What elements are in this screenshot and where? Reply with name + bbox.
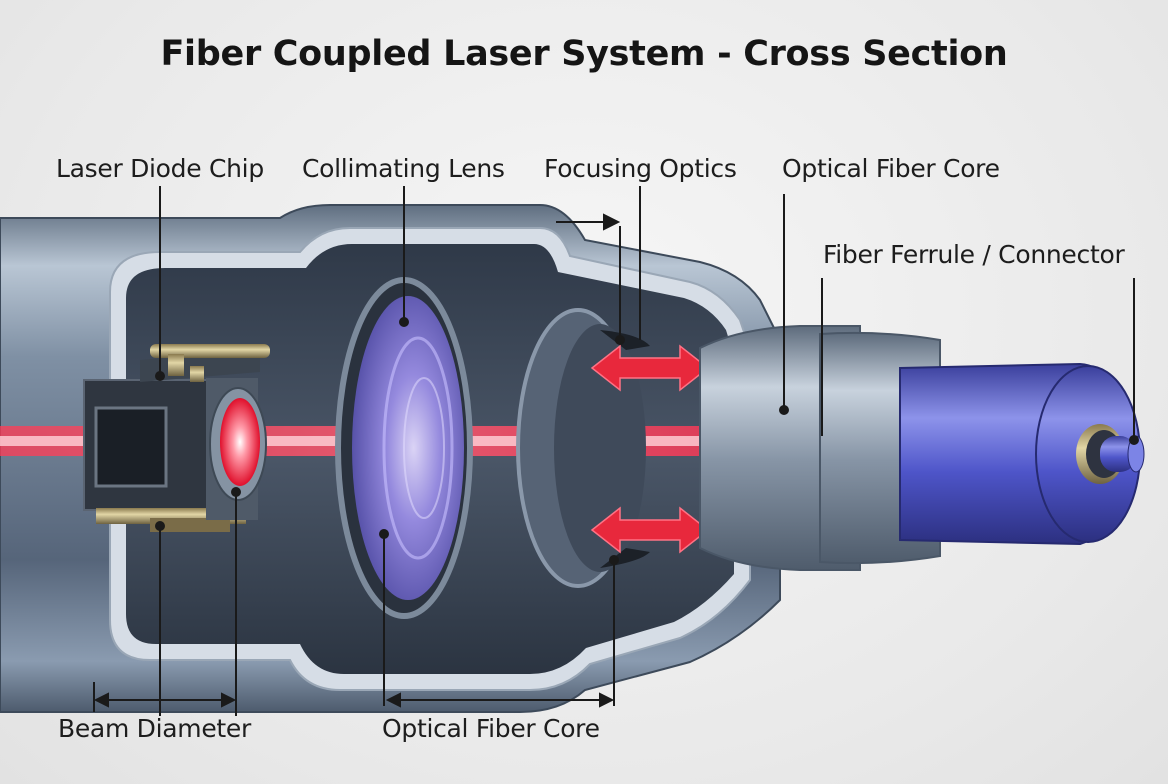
beam-diameter-dimension bbox=[93, 692, 237, 708]
diode-emission-glow bbox=[220, 398, 260, 486]
collimating-lens bbox=[335, 277, 473, 619]
label-optical-fiber-core-bottom: Optical Fiber Core bbox=[382, 714, 600, 743]
leader-lines bbox=[93, 186, 1139, 716]
label-beam-diameter: Beam Diameter bbox=[58, 714, 251, 743]
label-focusing-optics: Focusing Optics bbox=[544, 154, 737, 183]
label-fiber-ferrule-connector: Fiber Ferrule / Connector bbox=[823, 240, 1125, 269]
page-title: Fiber Coupled Laser System - Cross Secti… bbox=[160, 34, 1008, 74]
label-laser-diode-chip: Laser Diode Chip bbox=[56, 154, 264, 183]
optical-fiber-core-dimension bbox=[385, 692, 615, 708]
label-optical-fiber-core-top: Optical Fiber Core bbox=[782, 154, 1000, 183]
fiber-core-pin bbox=[1100, 436, 1136, 472]
label-collimating-lens: Collimating Lens bbox=[302, 154, 505, 183]
